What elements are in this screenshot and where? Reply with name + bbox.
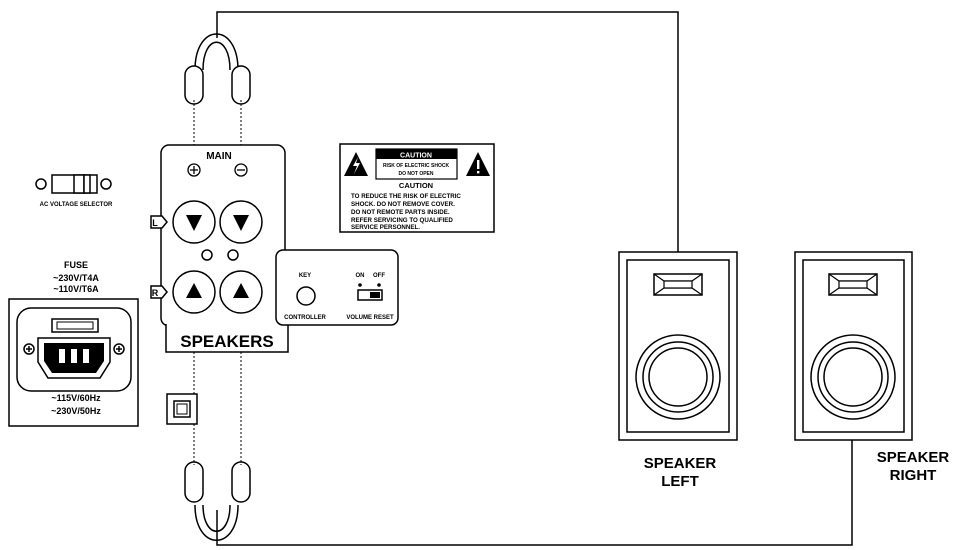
jack-right-minus[interactable] [219, 270, 263, 314]
ac-voltage-selector-label: AC VOLTAGE SELECTOR [40, 202, 113, 208]
auxiliary-socket [166, 393, 198, 425]
caution-line-2: SHOCK. DO NOT REMOVE COVER. [351, 201, 455, 208]
off-label: OFF [373, 273, 385, 279]
jack-left-minus[interactable] [219, 200, 263, 244]
main-label: MAIN [206, 151, 232, 162]
caution-line-3: DO NOT REMOTE PARTS INSIDE. [351, 209, 450, 216]
speaker-left [618, 251, 738, 441]
caution-line-4: REFER SERVICING TO QUALIFIED [351, 217, 453, 224]
polarity-minus-icon [234, 163, 248, 177]
inlet-voltage-230: ~230V/50Hz [51, 406, 101, 416]
power-inlet [8, 298, 139, 427]
caution-line-5: SERVICE PERSONNEL. [351, 224, 420, 231]
left-channel-tag-label: L [152, 218, 158, 228]
speaker-right-label-1: SPEAKER [877, 449, 950, 466]
on-dot [358, 283, 362, 287]
off-dot [377, 283, 381, 287]
volume-reset-label: VOLUME RESET [346, 315, 394, 321]
fuse-rating-230: ~230V/T4A [53, 273, 99, 283]
exclamation-warning-icon [466, 152, 490, 176]
bottom-cable-loop [194, 504, 239, 541]
wire-to-left-speaker [216, 11, 679, 252]
wire-to-right-speaker [216, 440, 853, 546]
inlet-voltage-115: ~115V/60Hz [51, 393, 101, 403]
caution-title: CAUTION [399, 181, 433, 190]
caution-line-1: TO REDUCE THE RISK OF ELECTRIC [351, 193, 461, 200]
caution-label [339, 143, 495, 233]
shock-warning-icon [344, 152, 368, 176]
key-switch[interactable] [296, 286, 316, 306]
top-plug-left [184, 65, 204, 105]
speaker-left-label-1: SPEAKER [644, 455, 717, 472]
bottom-plug-left [184, 461, 204, 503]
indicator-left-b [227, 249, 239, 261]
jack-left-plus[interactable] [172, 200, 216, 244]
right-channel-tag [150, 285, 168, 299]
speakers-title: SPEAKERS [180, 332, 274, 351]
jack-right-plus[interactable] [172, 270, 216, 314]
fuse-title: FUSE [64, 260, 88, 270]
speakers-title-box [165, 324, 289, 353]
controls-panel [275, 249, 399, 326]
speaker-right [794, 251, 913, 441]
top-plug-right [231, 65, 251, 105]
right-channel-tag-label: R [152, 288, 159, 298]
polarity-plus-icon [187, 163, 201, 177]
on-label: ON [356, 273, 365, 279]
caution-sub-2: DO NOT OPEN [398, 171, 433, 177]
caution-sub-1: RISK OF ELECTRIC SHOCK [383, 163, 450, 169]
top-cable-loop [194, 33, 239, 71]
indicator-left-a [201, 249, 213, 261]
caution-header: CAUTION [400, 153, 432, 160]
bottom-plug-right [231, 461, 251, 503]
key-label: KEY [299, 273, 311, 279]
left-channel-tag [150, 215, 168, 229]
fuse-rating-110: ~110V/T6A [53, 284, 99, 294]
ac-voltage-selector[interactable] [35, 174, 112, 194]
speaker-left-label-2: LEFT [661, 473, 699, 490]
volume-reset-switch[interactable] [357, 289, 383, 301]
controller-label: CONTROLLER [284, 315, 326, 321]
speaker-right-label-2: RIGHT [890, 467, 937, 484]
